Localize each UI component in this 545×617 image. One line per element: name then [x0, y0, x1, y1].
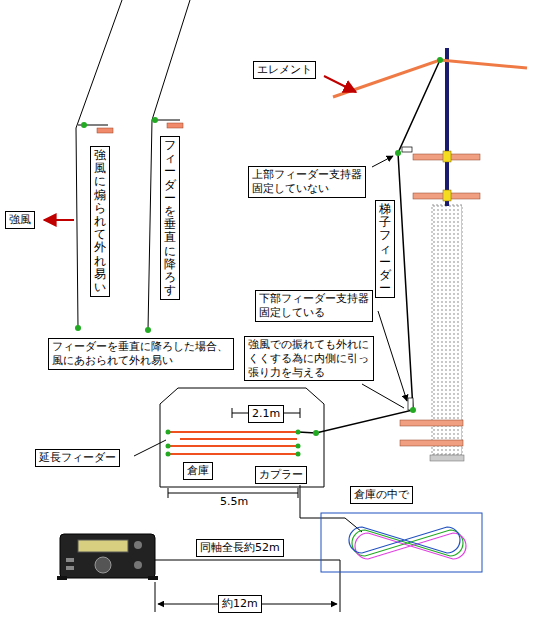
dimension-box: 約12m — [218, 595, 262, 613]
insulator-dots — [75, 117, 158, 333]
room-label: 倉庫 — [183, 462, 213, 480]
clamp — [443, 151, 451, 162]
insulator-dots — [166, 430, 301, 457]
tower-base — [430, 455, 464, 461]
wind-arrow — [44, 219, 74, 221]
node-text: 2.1m — [252, 407, 280, 421]
vertical-note: 梯子フィーダー — [375, 200, 395, 298]
tower — [432, 205, 462, 455]
node-text: フィーダーを垂直に降ろした場合、風にあおられて外れ易い — [52, 340, 230, 368]
support-bracket — [167, 123, 183, 128]
vertical-note: フィーダーを垂直に降ろす — [160, 136, 180, 300]
feeder-sketch — [76, 0, 190, 330]
callout-box: 下部フィーダー支持器 固定している — [255, 290, 373, 322]
callout-box: 延長フィーダー — [35, 449, 120, 467]
cable-length-box: 同軸全長約52m — [196, 539, 284, 557]
node-text: 強風に煽られて外れ易い — [94, 149, 106, 294]
node-text: フィーダーを垂直に降ろす — [164, 139, 176, 297]
dimension-lines — [155, 408, 340, 612]
shed-outline — [160, 388, 324, 487]
support-bracket — [97, 128, 113, 133]
dimension-label: 5.5m — [218, 495, 250, 508]
node-text: 倉庫 — [187, 464, 209, 478]
node-text: エレメント — [257, 63, 312, 77]
clamp — [443, 190, 451, 201]
node-text: 約12m — [222, 597, 258, 611]
note-box: 強風での振れても外れにくくする為に内側に引っ張り力を与える — [244, 336, 374, 381]
dimension-box: 2.1m — [248, 405, 284, 423]
extension-feeder — [168, 432, 298, 454]
note-box: フィーダーを垂直に降ろした場合、風にあおられて外れ易い — [48, 338, 234, 370]
node-text: 下部フィーダー支持器 固定している — [259, 292, 369, 320]
cross-arm — [400, 440, 463, 446]
leader-lines — [134, 76, 407, 456]
coupler-box: カプラー — [255, 466, 307, 484]
node-text: 強風での振れても外れにくくする為に内側に引っ張り力を与える — [248, 338, 370, 379]
cross-arm — [400, 420, 463, 426]
callout-box: エレメント — [253, 61, 316, 79]
node-text: 同軸全長約52m — [200, 541, 280, 555]
vertical-note: 強風に煽られて外れ易い — [90, 146, 110, 297]
coil-frame — [321, 513, 482, 572]
node-text: 上部フィーダー支持器 固定していない — [252, 168, 362, 196]
node-text: 梯子フィーダー — [379, 203, 391, 295]
upper-feeder-support — [402, 147, 412, 152]
antenna-element — [333, 60, 527, 97]
node-text: 強風 — [9, 213, 31, 227]
node-text: 倉庫の中で — [354, 488, 409, 502]
node-text: カプラー — [259, 468, 303, 482]
callout-box: 上部フィーダー支持器 固定していない — [248, 166, 366, 198]
transceiver — [57, 534, 158, 580]
node-text: 延長フィーダー — [39, 451, 116, 465]
coax-cable — [155, 560, 340, 561]
coax-coil — [349, 527, 466, 559]
callout-box: 倉庫の中で — [350, 486, 413, 504]
wind-label: 強風 — [5, 211, 35, 229]
mast — [445, 48, 449, 206]
